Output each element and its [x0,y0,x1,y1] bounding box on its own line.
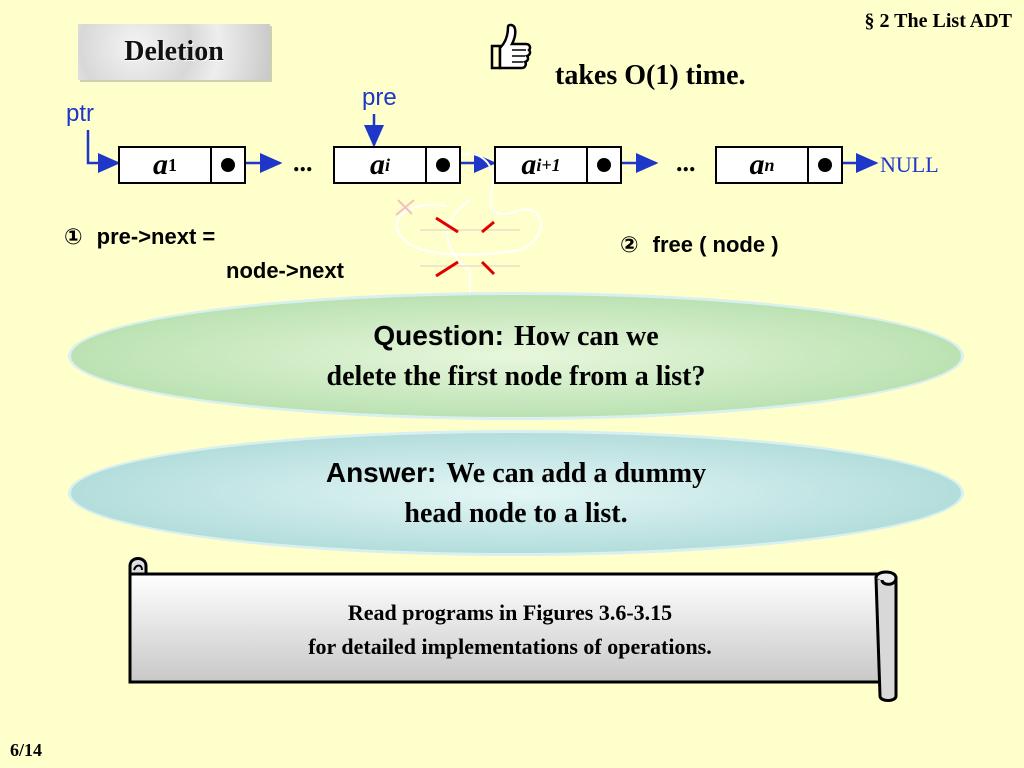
scroll-line-2: for detailed implementations of operatio… [308,634,712,659]
ellipsis: ... [293,148,313,177]
slide-title: Deletion [124,36,224,67]
question-line-2: delete the first node from a list? [326,360,706,392]
null-label: NULL [880,152,939,177]
ptr-label: ptr [66,100,95,127]
question-ellipse: Question: How can we delete the first nod… [68,292,964,420]
ellipsis: ... [676,148,696,177]
step-2-number: ② [620,233,639,258]
question-lead: Question: [373,319,504,351]
step-1: ① pre->next = [64,224,215,250]
pre-label: pre [362,84,397,111]
step-1-line-1: pre->next = [96,224,216,249]
thumb-up-icon [484,22,534,83]
section-header: § 2 The List ADT [864,10,1012,32]
answer-ellipse: Answer: We can add a dummy head node to a… [68,430,964,556]
pointer-dot [221,158,235,172]
step-1-number: ① [64,225,83,250]
slide-title-box: Deletion [78,24,270,80]
step-2-text: free ( node ) [652,232,779,257]
scroll-shape [128,557,898,702]
pointer-dot [597,158,611,172]
pointer-dot [436,158,450,172]
scroll-text: Read programs in Figures 3.6-3.15 for de… [140,596,880,664]
scroll-line-1: Read programs in Figures 3.6-3.15 [347,600,673,625]
pointer-dot [818,158,832,172]
answer-line-1: We can add a dummy [446,457,707,489]
step-1-line-2: node->next [226,258,344,283]
answer-lead: Answer: [325,456,437,488]
step-2: ② free ( node ) [620,232,779,258]
answer-line-2: head node to a list. [404,497,628,529]
complexity-note: takes O(1) time. [555,60,746,91]
question-line-1: How can we [514,320,659,352]
page-number: 6/14 [10,740,43,760]
